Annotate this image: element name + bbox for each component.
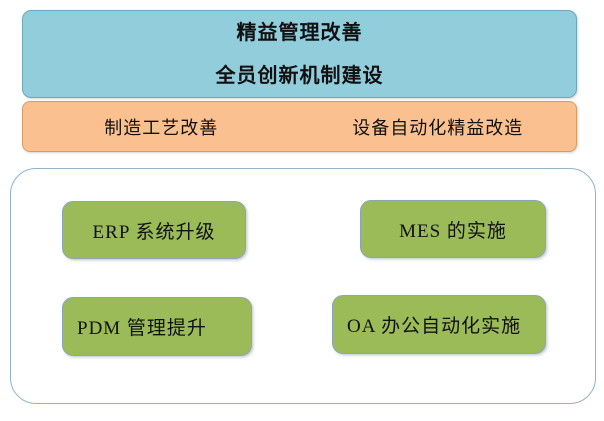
item-box-oa[interactable]: OA 办公自动化实施 <box>332 295 546 354</box>
title-banner-line-1: 精益管理改善 <box>236 20 363 44</box>
item-label-mes: MES 的实施 <box>399 220 507 242</box>
item-label-oa: OA 办公自动化实施 <box>347 316 522 337</box>
item-box-mes[interactable]: MES 的实施 <box>360 200 546 258</box>
item-box-pdm[interactable]: PDM 管理提升 <box>62 297 252 356</box>
title-banner-line-2: 全员创新机制建设 <box>215 63 384 87</box>
subtitle-banner-cell-right: 设备自动化精益改造 <box>352 117 524 138</box>
title-banner[interactable]: 精益管理改善 全员创新机制建设 <box>22 10 577 98</box>
item-box-erp[interactable]: ERP 系统升级 <box>62 201 246 259</box>
subtitle-banner-cell-left: 制造工艺改善 <box>104 117 219 138</box>
subtitle-banner[interactable]: 制造工艺改善 设备自动化精益改造 <box>22 101 577 152</box>
item-label-pdm: PDM 管理提升 <box>77 318 207 339</box>
item-label-erp: ERP 系统升级 <box>92 221 216 243</box>
